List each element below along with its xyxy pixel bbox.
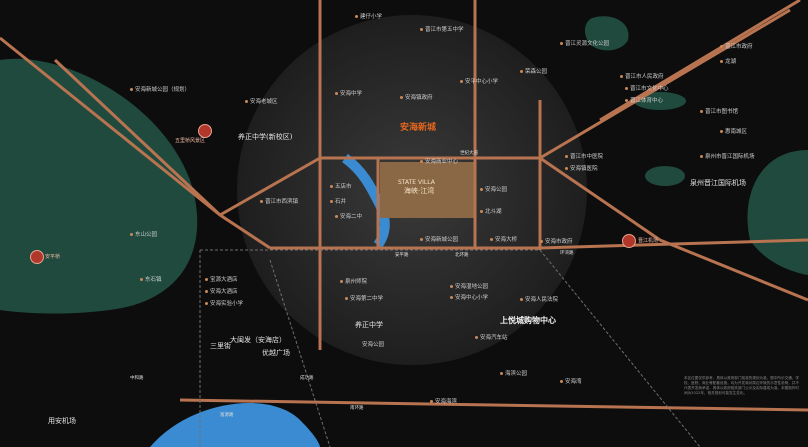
pin-label: 晋江机场: [638, 238, 659, 244]
poi: 晋江灵源文化公园: [565, 41, 610, 47]
park-top: [584, 16, 629, 51]
road-label: 环湾路: [560, 251, 574, 256]
poi: 建仔小学: [360, 14, 383, 20]
poi: 安海新城公园（规划）: [135, 87, 191, 93]
poi: 五店市: [335, 184, 352, 190]
poi: 安海湿地公园: [455, 284, 489, 290]
pin-icon[interactable]: [30, 250, 44, 264]
water-bay: [150, 402, 320, 447]
park-right: [747, 150, 808, 275]
poi: 安海湾: [565, 379, 582, 385]
label-dadf: 大闽发（安海店）: [230, 336, 286, 344]
road-label: 富源路: [220, 413, 234, 418]
poi: 安平中心小学: [465, 79, 499, 85]
poi: 安海人民法院: [525, 297, 559, 303]
poi: 石井: [335, 199, 347, 205]
label-jinjiang-airport: 泉州晋江国际机场: [690, 179, 746, 187]
poi: 荣森公园: [525, 69, 548, 75]
poi: 晋江体育中心: [630, 98, 664, 104]
poi: 安海老城区: [250, 99, 278, 105]
poi: 安海商业中心: [425, 159, 459, 165]
poi: 安海实验小学: [210, 301, 244, 307]
poi: 北斗湖: [485, 209, 502, 215]
poi: 晋江市文化中心: [630, 86, 669, 92]
poi: 晋江市政府: [725, 44, 753, 50]
pin-label: 安平桥: [45, 254, 61, 260]
road-label: 南环路: [350, 406, 364, 411]
poi: 安海二中: [340, 214, 363, 220]
road-label: 北环路: [455, 253, 469, 258]
road-label: 中和路: [130, 376, 144, 381]
poi: 宝源大酒店: [210, 277, 238, 283]
label-school: 养正中学: [355, 321, 383, 329]
poi: 龙湖: [725, 59, 737, 65]
pin-icon[interactable]: [198, 124, 212, 138]
poi: 晋江市人民政府: [625, 74, 664, 80]
poi: 安海新城公园: [425, 237, 459, 243]
poi: 东山公园: [135, 232, 158, 238]
poi: 安海公园: [485, 187, 508, 193]
pin-icon[interactable]: [622, 234, 636, 248]
park-far-east: [645, 166, 685, 186]
road-label: 世纪大道: [460, 151, 478, 156]
poi: 晋江市图书馆: [705, 109, 739, 115]
label-sanliju: 三里街: [210, 342, 231, 350]
project-name-cn: 海峡·江湾: [404, 187, 435, 195]
poi: 安海第二中学: [350, 296, 384, 302]
pin-label: 五里桥风景区: [175, 138, 206, 144]
park-ne: [634, 92, 686, 110]
poi: 安海大酒店: [210, 289, 238, 295]
label-anhai-park: 安海公园: [362, 342, 385, 348]
roads: [0, 0, 808, 412]
poi: 泉州师院: [345, 279, 368, 285]
poi: 安海中学: [340, 91, 363, 97]
poi: 安海镇政府: [405, 95, 433, 101]
poi: 安海海滨: [435, 399, 458, 405]
poi: 泉州市晋江国际机场: [705, 154, 755, 160]
poi: 安海汽车站: [480, 335, 508, 341]
poi: 安海镇医院: [570, 166, 598, 172]
district-label: 安海新城: [400, 123, 437, 133]
poi: 晋江市西滨镇: [265, 199, 299, 205]
road-label: 安平路: [395, 253, 409, 258]
label-yongan: 用安机场: [48, 417, 76, 425]
label-mall: 上悦城购物中心: [500, 316, 556, 325]
minor-roads: [199, 249, 701, 447]
poi: 安海大桥: [495, 237, 518, 243]
project-name-en: STATE VILLA: [398, 179, 435, 186]
poi: 安海中心小学: [455, 295, 489, 301]
poi: 晋江市第五中学: [425, 27, 464, 33]
disclaimer: 本区位图仅供参考，具体以政府部门批准的规划为准。图中所示交通、学校、医院、商业等…: [684, 376, 799, 395]
label-youdi: 优越广场: [262, 349, 290, 357]
poi: 晋江市中医院: [570, 154, 604, 160]
road-label: 成功路: [300, 376, 314, 381]
poi: 东石镇: [145, 277, 162, 283]
poi: 惠南城区: [725, 129, 748, 135]
poi: 安海市政府: [545, 239, 573, 245]
poi: 海滨公园: [505, 371, 528, 377]
label-school-new: 养正中学(新校区): [238, 133, 293, 141]
park-left: [0, 58, 198, 314]
project-plot: [380, 162, 474, 218]
